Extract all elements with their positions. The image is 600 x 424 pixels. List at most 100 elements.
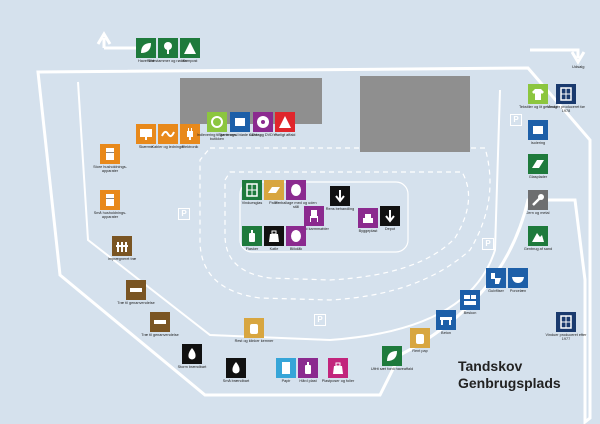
station-label: Skærme xyxy=(138,145,154,149)
station-16: Paller xyxy=(252,180,296,205)
station-20: Kølle xyxy=(252,226,296,251)
station-label: Kompost xyxy=(182,59,198,63)
station-label: Plast karmmøbler xyxy=(299,227,329,231)
station-label: Plastposer og folier xyxy=(321,379,355,383)
window-icon xyxy=(556,84,576,104)
leaf-icon xyxy=(136,38,156,58)
sack-icon xyxy=(410,328,430,348)
station-label: Hård plast xyxy=(299,379,317,383)
arrow-down-icon xyxy=(380,206,400,226)
station-1: Træstammer og rødder xyxy=(146,38,190,63)
recycle-icon xyxy=(207,112,227,132)
exit-arrow-icon xyxy=(530,48,586,65)
fence-icon xyxy=(112,236,132,256)
bag-icon xyxy=(264,226,284,246)
disc-icon xyxy=(253,112,273,132)
station-label: Farligt affald xyxy=(274,133,296,137)
pallet-icon xyxy=(264,180,284,200)
station-6: Indlevering til genbrugs-butikken xyxy=(195,112,239,142)
parking-sign: P xyxy=(314,314,326,326)
station-43: Vinduer produceret efter 1977 xyxy=(544,312,588,342)
shirt-icon xyxy=(528,84,548,104)
station-13: Træ til genanvendelse xyxy=(114,280,158,305)
station-label: Jern og metal xyxy=(526,211,550,215)
station-28: Papir xyxy=(264,358,308,383)
tree-icon xyxy=(158,38,178,58)
station-label: Små brændbart xyxy=(222,379,250,383)
station-2: Kompost xyxy=(168,38,212,63)
station-label: Ulfrit sæt fordi haveaffald xyxy=(370,367,414,371)
bench-icon xyxy=(436,310,456,330)
station-40: Isolering xyxy=(516,120,560,145)
warning-icon xyxy=(180,38,200,58)
station-label: Emballage med og uden stål xyxy=(275,201,317,210)
station-label: Kabler og ledninger xyxy=(151,145,185,149)
station-label: Genbrug af sand xyxy=(523,247,553,251)
station-label: Glasplader xyxy=(528,175,548,179)
station-12: Imprægneret træ xyxy=(100,236,144,261)
station-3: Skærme xyxy=(124,124,168,149)
station-36: Porcelæn xyxy=(496,268,540,293)
station-11: Små husholdnings-apparater xyxy=(88,190,132,220)
window-icon xyxy=(556,312,576,332)
station-18: Plast karmmøbler xyxy=(292,206,336,231)
station-35: Gulvfliser xyxy=(474,268,518,293)
station-7: Større med bløde vandag xyxy=(218,112,262,137)
station-label: Depot xyxy=(384,227,396,231)
station-41: Tekstiler og lit genbrug xyxy=(516,84,560,109)
station-label: Større med bløde vandag xyxy=(218,133,262,137)
station-label: Flasker xyxy=(245,247,259,251)
station-42: Vinduer produceret før 1978 xyxy=(544,84,588,114)
station-label: Rens behandling xyxy=(325,207,355,211)
station-22: Rens behandling xyxy=(318,186,362,211)
station-23: Byggeplast xyxy=(346,208,390,233)
station-27: Rest og klinker kemner xyxy=(232,318,276,343)
station-15: Vinduesglas xyxy=(230,180,274,205)
inner-lane xyxy=(224,171,470,281)
station-4: Kabler og ledninger xyxy=(146,124,190,149)
station-0: Haveffald xyxy=(124,38,168,63)
station-label: Rest og klinker kemner xyxy=(234,339,274,343)
flame-icon xyxy=(182,344,202,364)
station-label: Rent pap xyxy=(412,349,428,353)
exit-direction-label: Udsalg xyxy=(572,64,585,69)
bottle-icon xyxy=(242,226,262,246)
station-10: Store husholdnings-apparater xyxy=(88,144,132,174)
station-label: Haveffald xyxy=(138,59,154,63)
station-label: Elektronik xyxy=(181,145,199,149)
station-39: Glasplader xyxy=(516,154,560,179)
warning-icon xyxy=(275,112,295,132)
station-label: Blikdåk xyxy=(289,247,303,251)
station-24: Depot xyxy=(368,206,412,231)
station-label: Vinduer produceret før 1978 xyxy=(547,105,585,114)
mountain-icon xyxy=(528,226,548,246)
station-label: Byggeplast xyxy=(358,229,378,233)
parking-sign: P xyxy=(510,114,522,126)
paper-icon xyxy=(276,358,296,378)
station-label: Gulvfliser xyxy=(488,289,504,293)
inner-road xyxy=(77,81,501,342)
station-label: Tekstiler og lit genbrug xyxy=(519,105,557,109)
station-label: Beskon xyxy=(463,311,477,315)
bottle-icon xyxy=(298,358,318,378)
station-31: Ulfrit sæt fordi haveaffald xyxy=(370,346,414,371)
entrance-arrow-icon xyxy=(96,31,142,50)
station-label: Vinduer produceret efter 1977 xyxy=(545,333,587,342)
station-33: Beton xyxy=(424,310,468,335)
station-34: Beskon xyxy=(448,290,492,315)
station-label: Imprægneret træ xyxy=(107,257,137,261)
cable-icon xyxy=(158,124,178,144)
station-label: Træstammer og rødder xyxy=(148,59,188,63)
station-label: Paller xyxy=(269,201,279,205)
title-line-2: Genbrugsplads xyxy=(458,375,561,391)
station-5: Elektronik xyxy=(168,124,212,149)
station-29: Hård plast xyxy=(286,358,330,383)
map-title: Tandskov Genbrugsplads xyxy=(458,358,561,392)
screen-icon xyxy=(136,124,156,144)
station-9: Farligt affald xyxy=(263,112,307,137)
board-icon xyxy=(150,312,170,332)
station-label: Store husholdnings-apparater xyxy=(93,165,127,174)
board-icon xyxy=(126,280,146,300)
station-32: Rent pap xyxy=(398,328,442,353)
box-icon xyxy=(528,120,548,140)
